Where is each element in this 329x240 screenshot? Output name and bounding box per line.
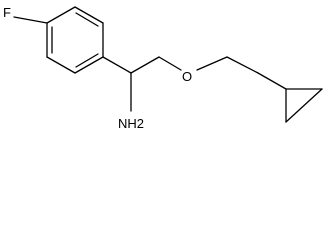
cyclopropyl-bond-1 [257,72,287,90]
ring-bond-1 [74,6,104,24]
aryl-ch-bond [102,56,132,74]
ch-ch2-bond [130,56,160,74]
ring-bond-6 [46,6,76,24]
amine-label: NH2 [118,116,144,131]
benzene-ring [46,6,104,74]
structure-diagram: F NH2 O [3,5,323,131]
molecule-drawing: F NH2 O [3,5,323,131]
cyclopropyl-bond-4 [285,88,323,123]
cyclopropyl-ring [257,72,323,123]
fluorine-bond [13,16,48,24]
ring-double-bond-2 [75,53,99,68]
fluorine-label: F [3,5,11,20]
ring-bond-3 [74,56,104,74]
oxygen-ch2-bond [196,56,228,71]
ch2-oxygen-bond [158,56,182,71]
ch2-cyclopropyl-bond [226,56,259,74]
ring-double-bond-1 [75,12,99,27]
oxygen-label: O [182,69,192,84]
ring-bond-4 [46,56,76,74]
